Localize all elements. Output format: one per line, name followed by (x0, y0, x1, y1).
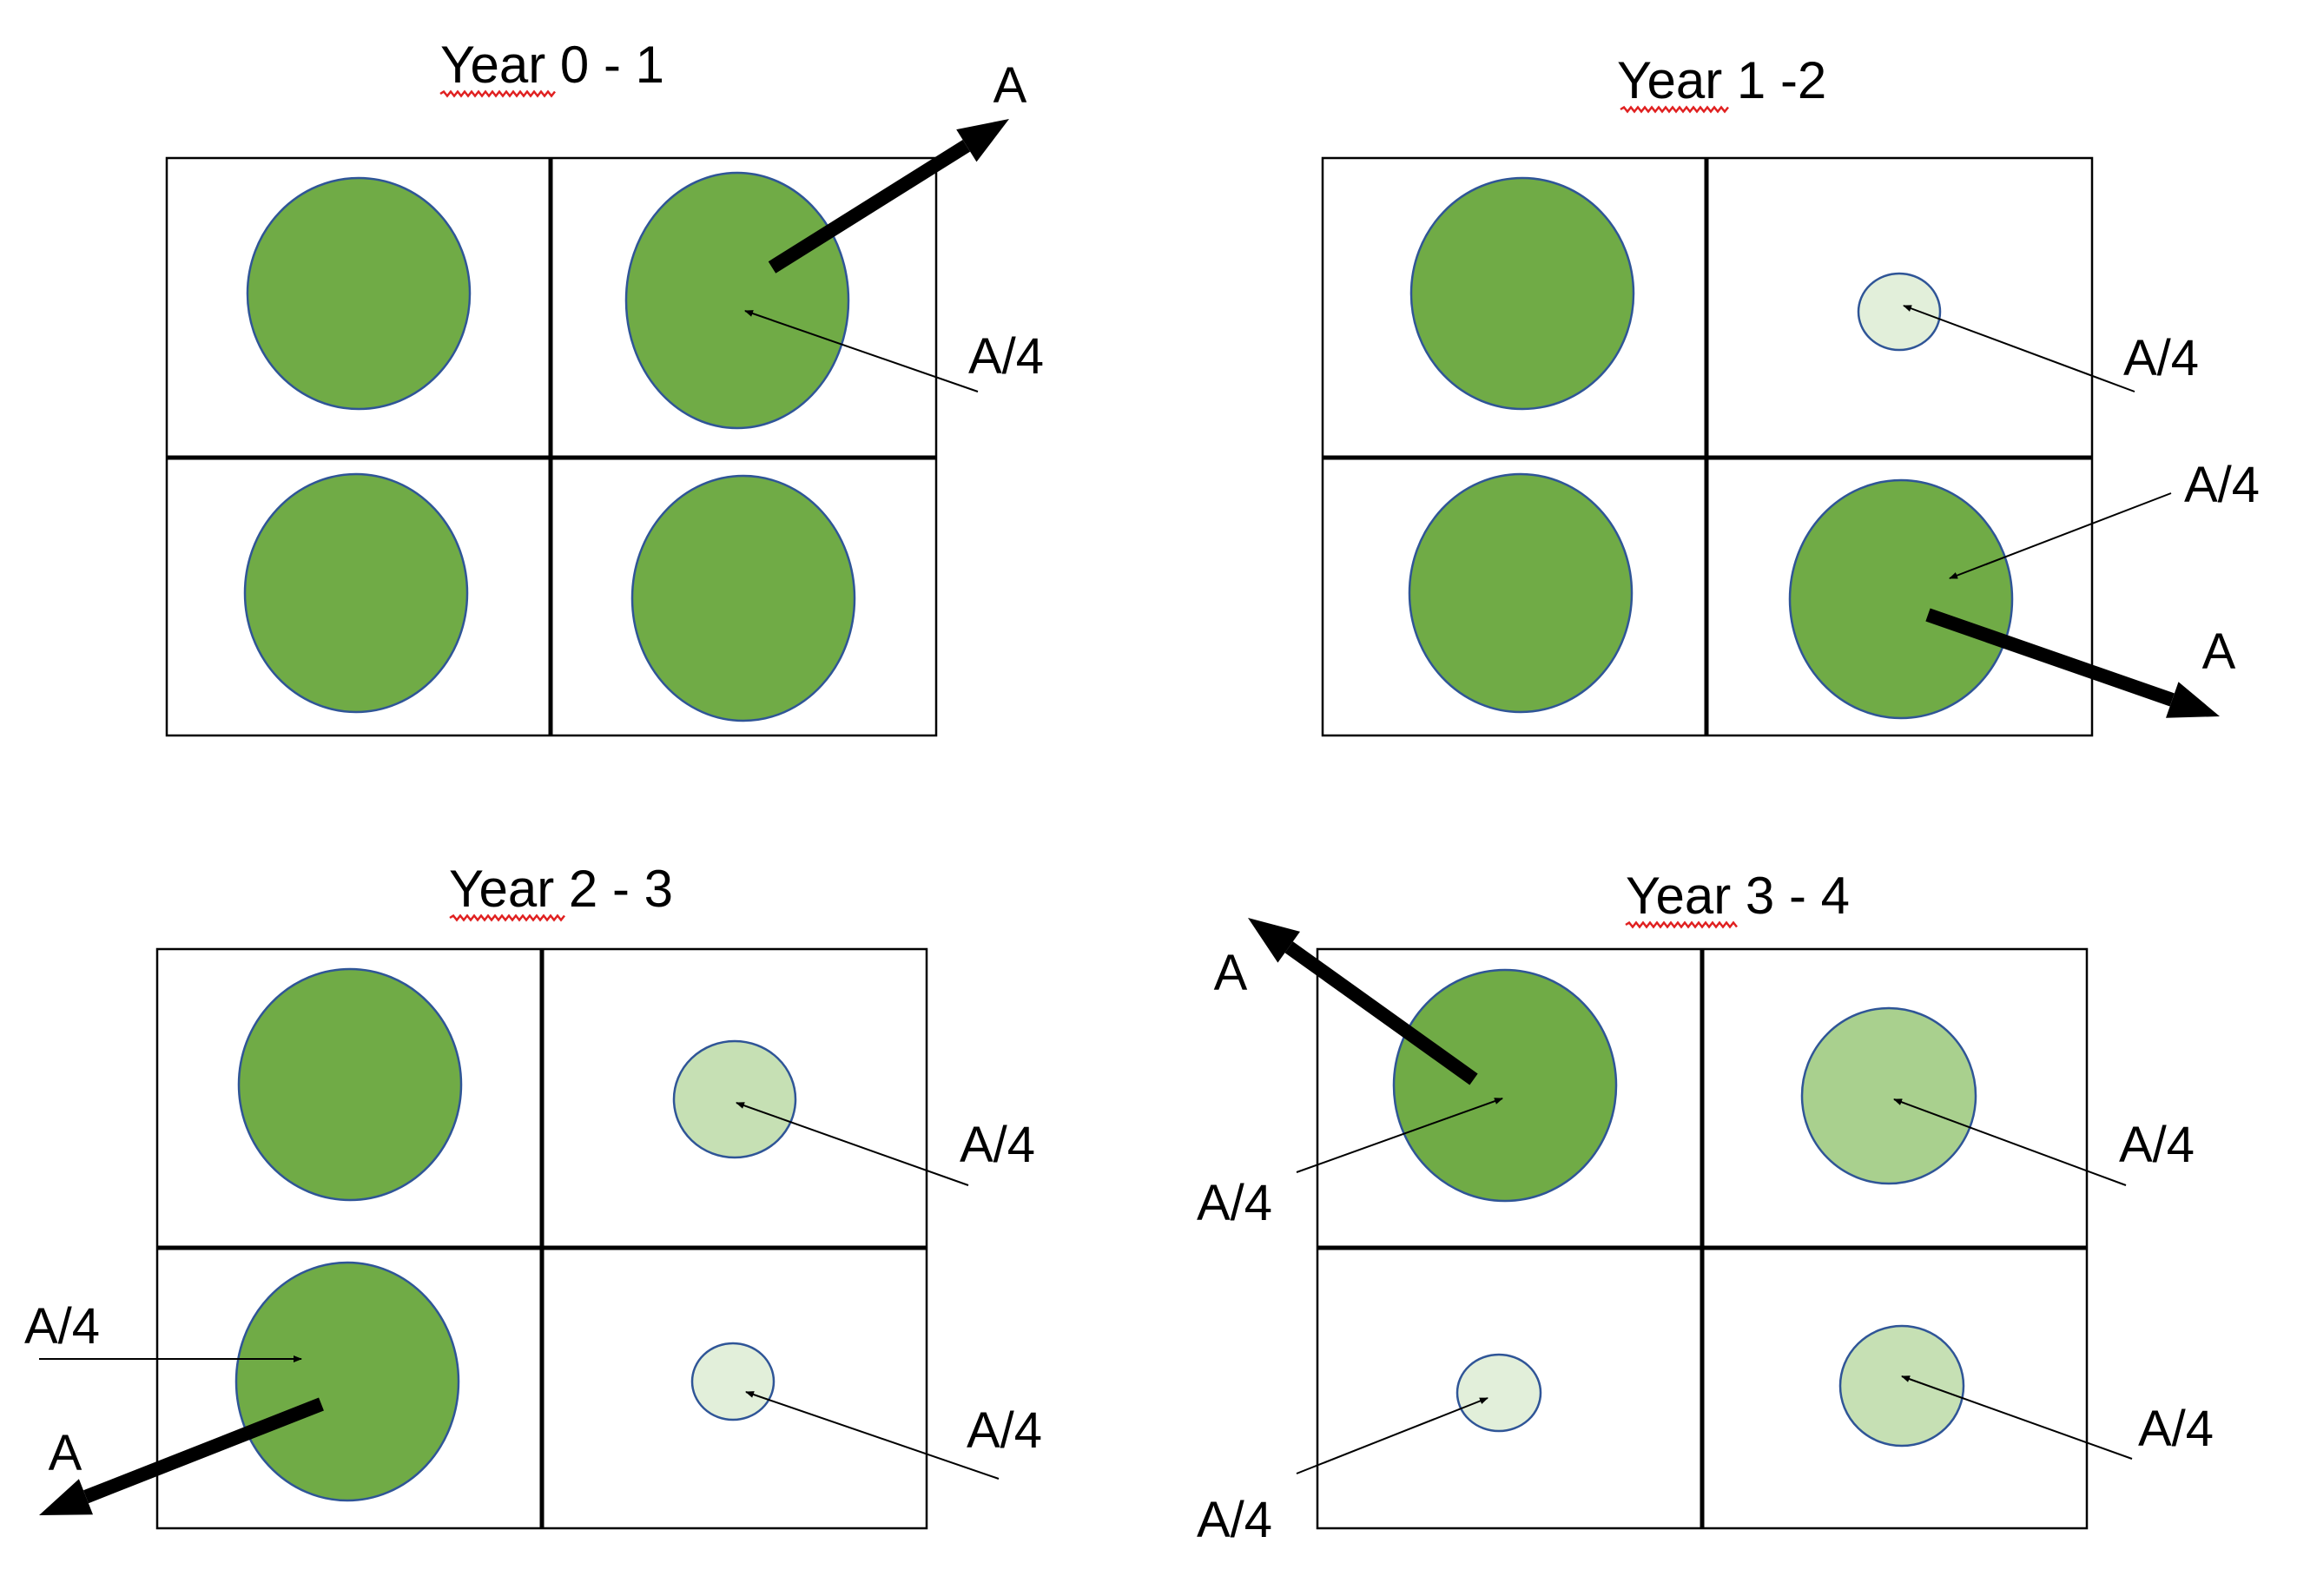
spellcheck-underline (1620, 105, 1729, 114)
harvest-arrow-shaft (83, 1397, 324, 1504)
spellcheck-underline (439, 89, 556, 98)
growth-arrow (736, 1102, 969, 1186)
panel-year-3-4: Year 3 - 4A/4AA/4A/4A/4 (1197, 867, 2214, 1548)
tree-stand-circle (1455, 1353, 1542, 1433)
growth-label: A/4 (2119, 1117, 2195, 1173)
panel-title: Year 1 -2 (1617, 51, 1826, 109)
panel-year-0-1: Year 0 - 1 A/4 A (165, 36, 1044, 737)
spellcheck-underline (1625, 920, 1738, 929)
growth-arrow (1949, 492, 2172, 579)
growth-arrow (1296, 1098, 1503, 1173)
tree-stand-circle (1838, 1324, 1965, 1448)
harvest-arrow-shaft (1925, 608, 2175, 707)
harvest-arrow-head (39, 1479, 93, 1515)
harvest-arrow-head (2166, 682, 2220, 718)
growth-label: A/4 (968, 328, 1044, 385)
tree-stand-circle (1408, 472, 1634, 714)
harvest-arrow-shaft (768, 140, 971, 274)
harvest-label: A (49, 1425, 83, 1481)
growth-arrow (1296, 1397, 1488, 1474)
harvest-arrow-head (956, 119, 1009, 162)
panel-year-1-2: Year 1 -2A/4A/4A (1321, 51, 2260, 737)
growth-arrow (1903, 305, 2135, 392)
growth-label: A/4 (2184, 457, 2260, 513)
spellcheck-underline (449, 913, 565, 922)
growth-label: A/4 (1197, 1175, 1272, 1231)
tree-stand-circle (246, 176, 472, 411)
tree-stand-circle (243, 472, 469, 714)
tree-stand-circle (234, 1261, 460, 1502)
tree-stand-circle (672, 1039, 797, 1159)
growth-label: A/4 (960, 1117, 1035, 1173)
growth-label: A/4 (967, 1402, 1042, 1459)
growth-label: A/4 (24, 1298, 100, 1355)
growth-label: A/4 (2138, 1401, 2214, 1457)
growth-label: A/4 (1197, 1492, 1272, 1548)
tree-stand-circle (624, 171, 850, 430)
panel-title: Year 2 - 3 (449, 860, 673, 918)
harvest-label: A (2202, 623, 2236, 680)
panel-title: Year 3 - 4 (1626, 867, 1850, 925)
tree-stand-circle (1409, 176, 1635, 411)
growth-arrow (745, 1391, 1000, 1480)
tree-stand-circle (630, 474, 856, 722)
growth-arrow (1893, 1098, 2127, 1186)
tree-stand-circle (1392, 968, 1618, 1203)
growth-arrow (744, 310, 979, 392)
tree-stand-circle (1800, 1006, 1977, 1185)
harvest-label: A (1214, 945, 1248, 1001)
harvest-label: A (993, 57, 1027, 114)
harvest-arrow-head (1248, 918, 1300, 963)
tree-stand-circle (690, 1342, 776, 1421)
harvest-arrow-shaft (1284, 941, 1478, 1085)
growth-label: A/4 (2123, 330, 2199, 386)
panel-title: Year 0 - 1 (440, 36, 664, 94)
tree-stand-circle (1788, 478, 2014, 720)
tree-stand-circle (237, 967, 463, 1202)
growth-arrow (1901, 1375, 2133, 1460)
tree-stand-circle (1857, 272, 1942, 352)
